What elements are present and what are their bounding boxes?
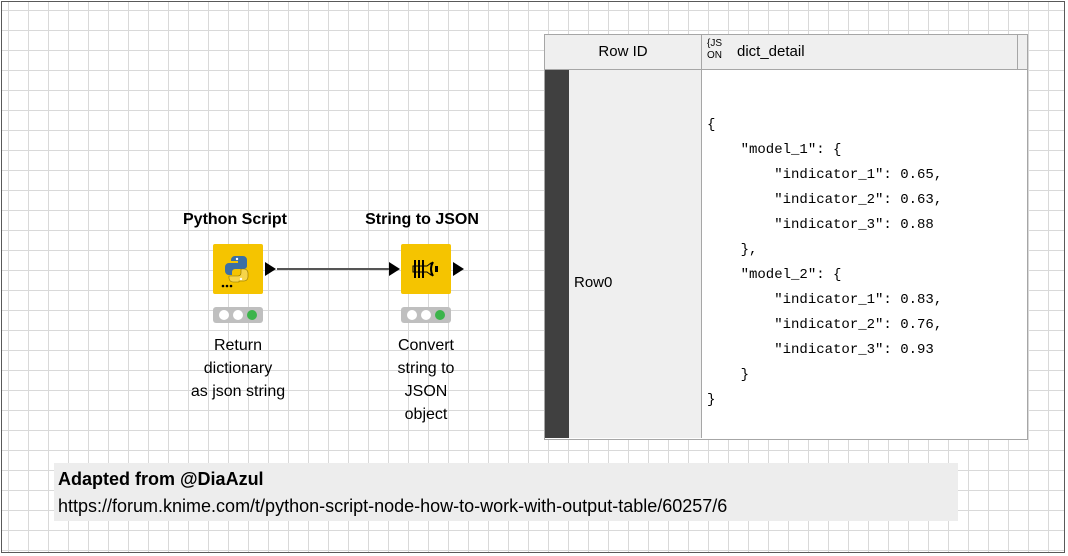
status-light-yellow — [421, 310, 431, 320]
caption-title: Adapted from @DiaAzul — [58, 469, 264, 489]
column-header-dict-detail[interactable]: {JS ON dict_detail — [702, 35, 1018, 70]
column-header-filler — [1018, 35, 1027, 70]
json-output-port[interactable] — [453, 262, 464, 276]
python-node-description: Return dictionary as json string — [191, 334, 285, 403]
output-table[interactable]: Row ID {JS ON dict_detail Row0 { "model_… — [544, 34, 1028, 440]
description-line: as json string — [190, 383, 286, 400]
json-input-port[interactable] — [389, 262, 400, 276]
description-line: JSON — [404, 383, 448, 400]
status-light-red — [219, 310, 229, 320]
string-to-json-icon — [412, 260, 438, 278]
description-line: Return — [213, 337, 263, 354]
json-badge-top: {JS — [707, 38, 723, 49]
caption-url[interactable]: https://forum.knime.com/t/python-script-… — [58, 496, 728, 516]
status-light-yellow — [233, 310, 243, 320]
column-header-label: Row ID — [598, 43, 648, 60]
status-light-green — [435, 310, 445, 320]
description-line: dictionary — [203, 360, 273, 377]
description-line: string to — [397, 360, 455, 377]
attribution-caption: Adapted from @DiaAzul https://forum.knim… — [54, 463, 958, 521]
json-type-icon: {JS ON — [707, 38, 722, 62]
row-selection-bar[interactable] — [545, 70, 569, 438]
row-id-cell[interactable]: Row0 — [569, 70, 702, 438]
python-output-port[interactable] — [265, 262, 276, 276]
json-status-indicator — [401, 307, 451, 323]
json-badge-bottom: ON — [707, 50, 722, 61]
python-icon — [221, 256, 249, 288]
json-cell-value[interactable]: { "model_1": { "indicator_1": 0.65, "ind… — [707, 117, 943, 408]
row-id-label: Row0 — [574, 274, 613, 291]
python-node-title: Python Script — [182, 211, 288, 228]
column-header-label: dict_detail — [737, 43, 805, 60]
json-node-description: Convert string to JSON object — [398, 334, 455, 426]
python-script-node[interactable] — [213, 244, 263, 294]
json-node-title: String to JSON — [365, 211, 479, 228]
status-light-red — [407, 310, 417, 320]
description-line: object — [404, 406, 448, 423]
status-light-green — [247, 310, 257, 320]
python-status-indicator — [213, 307, 263, 323]
description-line: Convert — [397, 337, 455, 354]
column-header-rowid[interactable]: Row ID — [545, 35, 702, 70]
string-to-json-node[interactable] — [401, 244, 451, 294]
connection-line[interactable] — [277, 268, 392, 270]
